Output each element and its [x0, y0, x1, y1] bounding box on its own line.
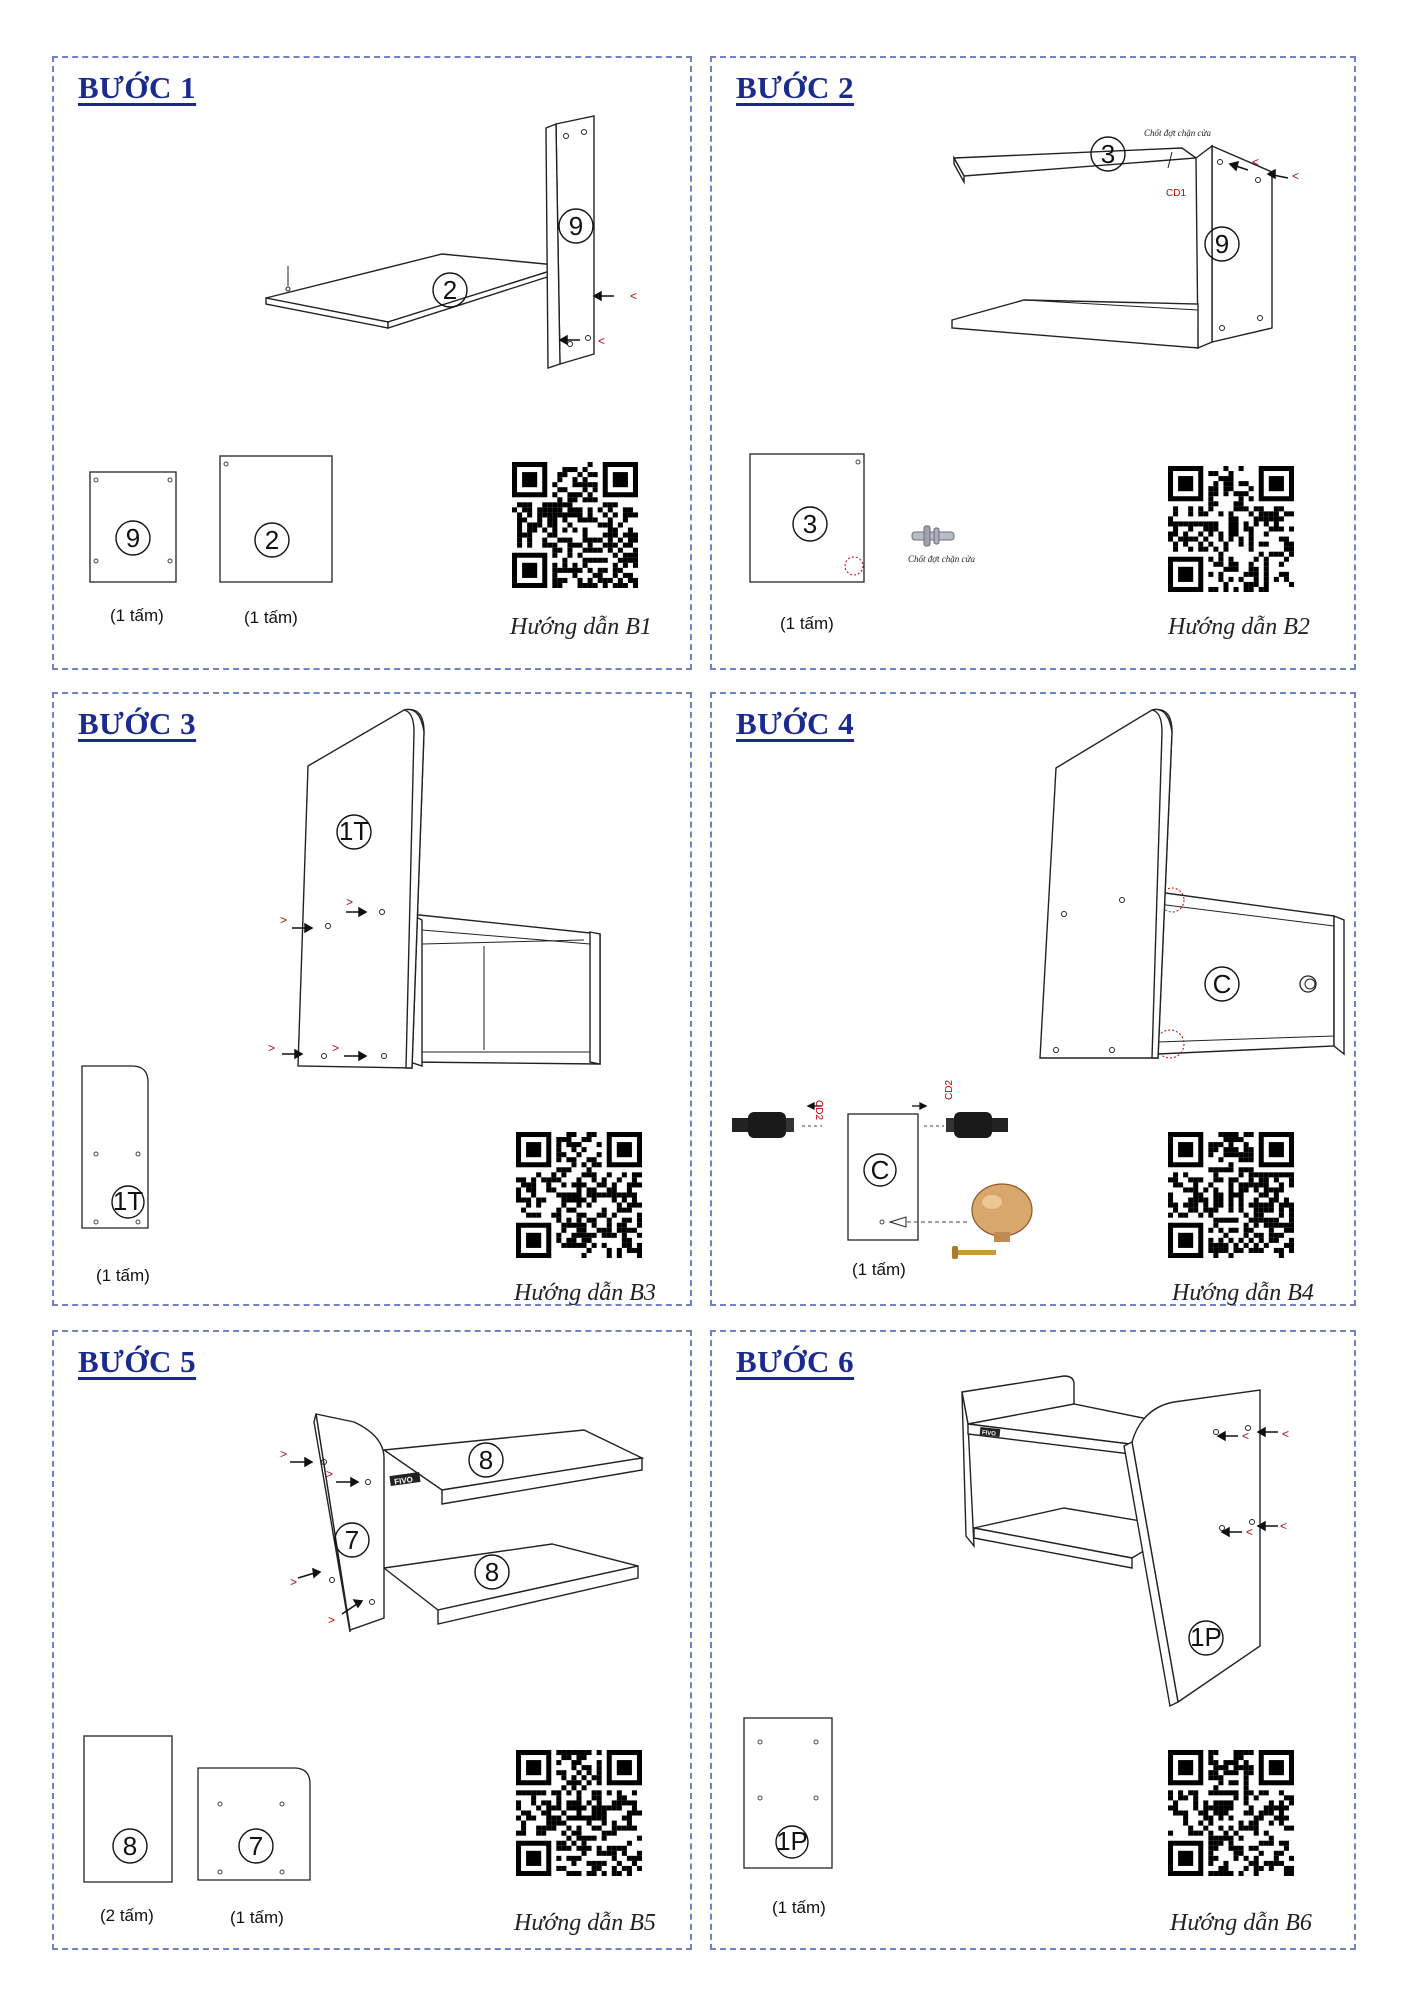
- svg-text:<: <: [1280, 1519, 1287, 1533]
- brand-tag: FIVO: [394, 1475, 414, 1487]
- cd-label: CD2: [944, 1080, 955, 1100]
- knob-icon: [971, 1183, 1033, 1242]
- label-door-C: C: [1213, 969, 1232, 999]
- qr-code[interactable]: [1168, 466, 1294, 592]
- step-1-panel: BƯỚC 1 < < 2 9: [52, 56, 692, 670]
- hinge-icon: [732, 1112, 794, 1138]
- label-shelf-8: 8: [479, 1445, 493, 1475]
- part-qty: (1 tấm): [772, 1898, 826, 1917]
- part-qty: (1 tấm): [230, 1908, 284, 1927]
- part-label: 9: [126, 523, 140, 553]
- part-sheet-2: [219, 455, 333, 583]
- part-sheet-3: [749, 453, 865, 583]
- svg-text:<: <: [1246, 1525, 1253, 1539]
- qr-code[interactable]: [512, 462, 638, 588]
- part-qty: (1 tấm): [852, 1260, 906, 1279]
- step-5-assembly-drawing: FIVO > > > > 8 7 8 8 7: [83, 1413, 645, 1883]
- qr-code[interactable]: [516, 1750, 642, 1876]
- label-panel-3: 3: [1101, 139, 1115, 169]
- hinge-icon: [946, 1112, 1008, 1138]
- part-label: 7: [249, 1831, 263, 1861]
- label-panel-1P: 1P: [1190, 1622, 1222, 1652]
- step-title: BƯỚC 1: [78, 70, 197, 105]
- part-sheet-1T: [81, 1065, 149, 1229]
- part-label: 1P: [776, 1826, 808, 1856]
- guide-link[interactable]: Hướng dẫn B3: [514, 1280, 656, 1306]
- part-qty: (1 tấm): [96, 1266, 150, 1285]
- guide-link[interactable]: Hướng dẫn B5: [514, 1910, 656, 1936]
- label-panel-2: 2: [443, 275, 457, 305]
- step-title: BƯỚC 5: [78, 1344, 197, 1379]
- svg-text:>: >: [280, 1447, 287, 1461]
- step-3-panel: BƯỚC 3 > > > > 1T: [52, 692, 692, 1306]
- label-shelf-8-bottom: 8: [485, 1557, 499, 1587]
- cd-label: CD1: [1166, 188, 1186, 199]
- svg-text:>: >: [328, 1613, 335, 1627]
- part-qty: (1 tấm): [780, 614, 834, 633]
- cd-label: CD2: [813, 1100, 824, 1120]
- step-2-assembly-drawing: < < Chốt đợt chặn cửa CD1 3 9 3 Chốt đợt…: [749, 128, 1299, 583]
- step-4-panel: BƯỚC 4 C: [710, 692, 1356, 1306]
- part-qty: (1 tấm): [244, 608, 298, 627]
- svg-text:<: <: [1292, 169, 1299, 183]
- label-panel-1T: 1T: [339, 816, 369, 846]
- guide-link[interactable]: Hướng dẫn B1: [510, 614, 652, 640]
- step-5-panel: BƯỚC 5 FIVO > > >: [52, 1330, 692, 1950]
- svg-text:<: <: [1252, 155, 1259, 169]
- svg-text:<: <: [598, 334, 605, 348]
- svg-text:>: >: [332, 1041, 339, 1055]
- svg-text:>: >: [290, 1575, 297, 1589]
- guide-link[interactable]: Hướng dẫn B4: [1172, 1280, 1314, 1306]
- part-label: 8: [123, 1831, 137, 1861]
- step-title: BƯỚC 3: [78, 706, 197, 741]
- svg-text:>: >: [280, 913, 287, 927]
- part-qty: (1 tấm): [110, 606, 164, 625]
- qr-code[interactable]: [1168, 1132, 1294, 1258]
- step-4-assembly-drawing: C CD2 CD2 C: [732, 708, 1345, 1259]
- svg-text:<: <: [1282, 1427, 1289, 1441]
- step-1-assembly-drawing: < < 2 9 9 2: [89, 115, 637, 583]
- part-sheet-8: [83, 1735, 173, 1883]
- step-title: BƯỚC 6: [736, 1344, 855, 1379]
- part-label: 1T: [113, 1186, 143, 1216]
- svg-text:<: <: [1242, 1429, 1249, 1443]
- qr-code[interactable]: [1168, 1750, 1294, 1876]
- step-2-panel: BƯỚC 2 < < Chốt đợt chặn cửa CD1: [710, 56, 1356, 670]
- part-qty: (2 tấm): [100, 1906, 154, 1925]
- part-sheet-7: [197, 1767, 311, 1881]
- svg-text:<: <: [630, 289, 637, 303]
- step-6-assembly-drawing: FIVO < < < < 1P 1P: [743, 1375, 1289, 1869]
- guide-link[interactable]: Hướng dẫn B6: [1170, 1910, 1312, 1936]
- step-title: BƯỚC 4: [736, 706, 855, 741]
- brand-tag: FIVO: [982, 1430, 997, 1437]
- part-label: C: [871, 1155, 890, 1185]
- label-panel-7: 7: [345, 1525, 359, 1555]
- svg-text:>: >: [326, 1467, 333, 1481]
- dowel-note: Chốt đợt chặn cửa: [1144, 128, 1211, 138]
- screw-icon: [952, 1246, 996, 1259]
- dowel-caption: Chốt đợt chặn cửa: [908, 554, 975, 564]
- step-6-panel: BƯỚC 6 FIVO: [710, 1330, 1356, 1950]
- step-3-assembly-drawing: > > > > 1T 1T: [81, 708, 601, 1229]
- qr-code[interactable]: [516, 1132, 642, 1258]
- svg-text:>: >: [268, 1041, 275, 1055]
- dowel-icon: [911, 525, 955, 547]
- label-panel-9: 9: [1215, 229, 1229, 259]
- step-title: BƯỚC 2: [736, 70, 855, 105]
- label-panel-9: 9: [569, 211, 583, 241]
- part-label: 2: [265, 525, 279, 555]
- part-label: 3: [803, 509, 817, 539]
- guide-link[interactable]: Hướng dẫn B2: [1168, 614, 1310, 640]
- svg-text:>: >: [346, 895, 353, 909]
- part-sheet-9: [89, 471, 177, 583]
